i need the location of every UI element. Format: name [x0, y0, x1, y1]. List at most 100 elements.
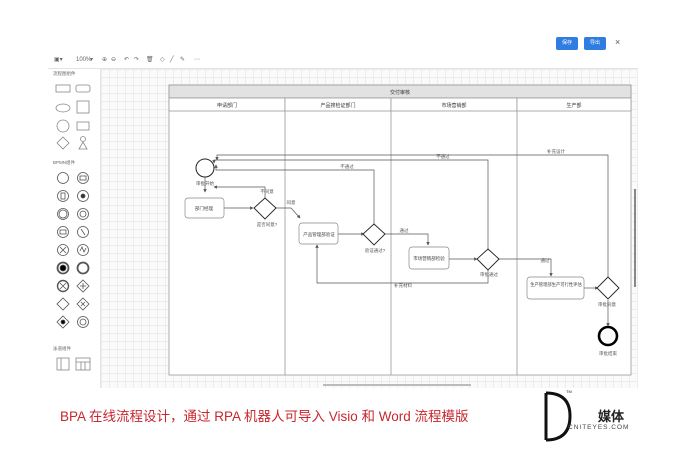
top-bar: 保存 导出 × [48, 28, 638, 50]
start-label: 审批开始 [196, 180, 214, 187]
horizontal-scrollbar[interactable] [323, 384, 471, 386]
edge-label-pass2: 通过 [541, 257, 550, 264]
edge-label-pass1: 通过 [400, 227, 409, 234]
layout-icon[interactable]: ▣▾ [54, 57, 63, 63]
more-icon[interactable]: ⋯ [194, 57, 200, 63]
task-production-eval[interactable] [526, 276, 585, 300]
bpmn-cancel-end-event[interactable] [56, 279, 70, 293]
task-product-review-label: 产品管理部验证 [303, 231, 335, 238]
section-bpmn-title: BPMN组件 [53, 160, 76, 165]
logo-mark-icon [544, 391, 572, 442]
edge-supplement [315, 244, 489, 284]
bpmn-intermediate-event[interactable] [57, 208, 69, 220]
square-shape[interactable] [76, 100, 90, 114]
export-button[interactable]: 导出 [584, 37, 606, 50]
task-production-eval-label: 生产管理部生产可行性评估 [530, 281, 582, 288]
edge-label-not-pass-mid: 不通过 [436, 153, 450, 160]
edge-not-pass-top [214, 164, 375, 225]
diagram-canvas[interactable]: 交付审核 申请部门 产品搜检证部门 市场营销部 生产部 [101, 69, 638, 388]
save-button[interactable]: 保存 [556, 37, 578, 50]
bpmn-complex-event[interactable] [77, 316, 89, 328]
edge-disagree [213, 185, 266, 199]
pool-title: 交付审核 [390, 89, 410, 96]
process-shape[interactable] [55, 84, 71, 93]
zoom-in-icon[interactable]: ⊕ [102, 57, 108, 63]
bpmn-exclusive-gateway[interactable] [56, 297, 70, 311]
bpmn-start-event[interactable] [57, 172, 69, 184]
gateway-approve[interactable] [596, 276, 620, 300]
diamond-shape[interactable] [56, 136, 70, 150]
lane-title-4: 生产部 [566, 102, 581, 109]
bpmn-parallel-gateway[interactable] [76, 279, 90, 293]
gateway-agree[interactable] [253, 197, 277, 220]
shape-palette[interactable] [48, 69, 100, 388]
zoom-level[interactable]: 100% [76, 57, 92, 63]
bpmn-diagram[interactable]: 交付审核 申请部门 产品搜检证部门 市场营销部 生产部 [101, 69, 638, 388]
editor-window: 保存 导出 × ▣▾ 100% ▾ ⊕ ⊖ ↶ ↷ 🗑 ◇ ╱ ✎ ⋯ 流程图组… [48, 28, 638, 388]
close-icon[interactable]: × [615, 37, 621, 47]
edge-label-disagree: 不同意 [260, 188, 274, 195]
fill-icon[interactable]: ◇ [160, 57, 165, 63]
lane-title-3: 市场营销部 [441, 102, 466, 109]
edge-pass1 [385, 233, 430, 246]
gateway-verify[interactable] [362, 223, 386, 246]
circle-shape[interactable] [56, 119, 70, 133]
logo-text: 媒体 [598, 409, 625, 424]
edge-label-supplement: 补充材料 [394, 282, 412, 289]
bpmn-cancel-event[interactable] [57, 244, 69, 256]
bpmn-escalation-event[interactable] [57, 226, 69, 238]
edge-agree [276, 207, 301, 219]
task-market-check-label: 市场营销部检验 [413, 255, 445, 262]
bpmn-event-gateway[interactable] [56, 315, 70, 329]
rect-shape[interactable] [76, 121, 90, 131]
bpmn-conditional-event[interactable] [77, 226, 89, 238]
undo-icon[interactable]: ↶ [124, 57, 130, 63]
section-flow-title: 流程图组件 [53, 71, 76, 76]
start-event[interactable] [195, 158, 215, 178]
bpmn-throw-event[interactable] [77, 208, 89, 220]
section-lane-title: 泳道组件 [53, 346, 71, 351]
redo-icon[interactable]: ↷ [134, 57, 140, 63]
edge-label-not-pass-top: 不通过 [340, 163, 354, 170]
bpmn-signal-event[interactable] [77, 190, 89, 202]
task-product-review[interactable] [298, 222, 339, 245]
logo-subtext: CNITEYES.COM [568, 424, 630, 431]
end-label: 审批结束 [599, 350, 617, 357]
lane-title-2: 产品搜检证部门 [320, 102, 355, 109]
toolbar: ▣▾ 100% ▾ ⊕ ⊖ ↶ ↷ 🗑 ◇ ╱ ✎ ⋯ [48, 52, 638, 69]
edge-not-pass-mid [212, 159, 489, 250]
shape-sidebar: 流程图组件 [48, 69, 101, 388]
actor-shape[interactable] [80, 136, 86, 142]
pool [168, 84, 632, 376]
bpmn-error-event[interactable] [77, 244, 89, 256]
horizontal-lane-shape[interactable] [75, 357, 91, 371]
vertical-lane-shape[interactable] [56, 357, 70, 371]
task-dept-manager[interactable] [184, 197, 225, 219]
ellipse-shape[interactable] [55, 103, 71, 113]
lane-header-4 [516, 97, 632, 112]
bpmn-xor-gateway[interactable] [76, 297, 90, 311]
end-event[interactable] [597, 325, 619, 347]
task-dept-manager-label: 部门经理 [195, 205, 213, 212]
gateway-check[interactable] [476, 248, 500, 271]
zoom-dropdown-icon[interactable]: ▾ [90, 57, 94, 63]
line-icon[interactable]: ╱ [170, 57, 174, 63]
production-eval-line: 生产管理部生产可行性评估 [530, 281, 582, 288]
trademark-label: TM [566, 389, 572, 394]
vertical-scrollbar[interactable] [634, 189, 636, 287]
bpmn-timer-event[interactable] [57, 190, 69, 202]
gateway-check-label: 审批通过 [480, 271, 498, 278]
gateway-agree-label: 是否同意? [257, 221, 278, 228]
rounded-process-shape[interactable] [75, 84, 91, 93]
gateway-verify-label: 验证通过? [365, 247, 386, 254]
zoom-out-icon[interactable]: ⊖ [111, 57, 117, 63]
pen-icon[interactable]: ✎ [180, 57, 186, 63]
delete-icon[interactable]: 🗑 [146, 57, 154, 63]
bpmn-message-event[interactable] [77, 172, 89, 184]
bpmn-end-event[interactable] [56, 261, 70, 275]
edge-label-agree: 同意 [287, 199, 296, 206]
lane-title-1: 申请部门 [217, 102, 237, 109]
bpmn-terminate-event[interactable] [76, 261, 90, 275]
task-market-check[interactable] [408, 246, 450, 270]
edge-pass2 [499, 258, 553, 277]
